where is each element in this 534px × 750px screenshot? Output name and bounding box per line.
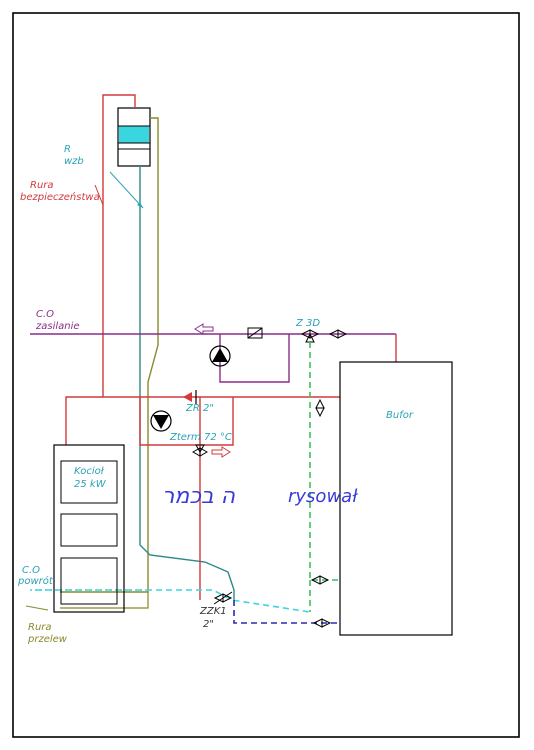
boiler-supply-pipe: [65, 396, 340, 445]
safety-pipe: [102, 94, 136, 397]
co-zasilanie-label-1: C.O: [36, 309, 54, 320]
buffer-return-valve-2: [312, 618, 332, 628]
thermostatic-valve: [191, 444, 209, 457]
boiler-pump: [150, 410, 172, 432]
buffer-return-valve-1: [310, 575, 330, 585]
rura-przelew-label-2: przelew: [27, 634, 68, 645]
supply-check-valve: [247, 327, 263, 339]
boiler: [53, 444, 125, 613]
z3d-label: Z 3D: [295, 318, 320, 329]
zterm-label: Zterm 72 °C: [169, 432, 232, 443]
rura-bezp-label-2: bezpieczeństwa: [20, 191, 100, 203]
zterm-flow-arrow: [211, 446, 231, 458]
zr-arrow: [183, 392, 192, 402]
valve-after-z3d: [328, 329, 348, 339]
buffer-tank: [339, 361, 453, 636]
bufor-label: Bufor: [386, 410, 414, 421]
r-wzb-leader: [109, 171, 144, 209]
vent-line: [139, 166, 235, 600]
zr-loop: [139, 397, 234, 446]
rura-przelew-leader: [25, 605, 49, 611]
rura-przelew-label-1: Rura: [28, 622, 52, 633]
rura-bezp-leader: [94, 184, 104, 206]
drawing-frame: [12, 12, 520, 738]
buffer-inlet-valve: [315, 398, 325, 418]
overflow-pipe: [60, 117, 159, 593]
co-powrot-label-2: powrót: [17, 575, 54, 587]
r-wzb-label-1: R: [64, 144, 71, 155]
rura-bezp-label-1: Rura: [30, 180, 54, 191]
signature-text: rysował: [288, 486, 358, 507]
supply-pump: [209, 345, 231, 367]
zzk1-label-1: ZZK1: [199, 606, 227, 617]
blue-dashed-return: [233, 600, 340, 624]
signature-hebrew: ה בכמר: [162, 484, 236, 509]
zzk1-valve: [213, 591, 233, 605]
co-powrot-label-1: C.O: [22, 565, 40, 576]
supply-flow-arrow: [194, 323, 214, 335]
kociol-label-1: Kocioł: [74, 466, 105, 477]
zr-label: ZR 2": [185, 403, 214, 414]
three-way-valve-z3d: [300, 329, 320, 343]
kociol-label-2: 25 kW: [74, 479, 107, 490]
zzk1-label-2: 2": [203, 619, 214, 630]
expansion-tank: [117, 107, 151, 167]
cyan-dashed-return: [36, 589, 311, 613]
overflow-pipe-lower: [60, 592, 149, 609]
r-wzb-arrowhead: [137, 202, 143, 208]
green-dashed-return: [309, 342, 340, 581]
co-zasilanie-label-2: zasilanie: [35, 321, 80, 332]
r-wzb-label-2: wzb: [64, 156, 84, 167]
